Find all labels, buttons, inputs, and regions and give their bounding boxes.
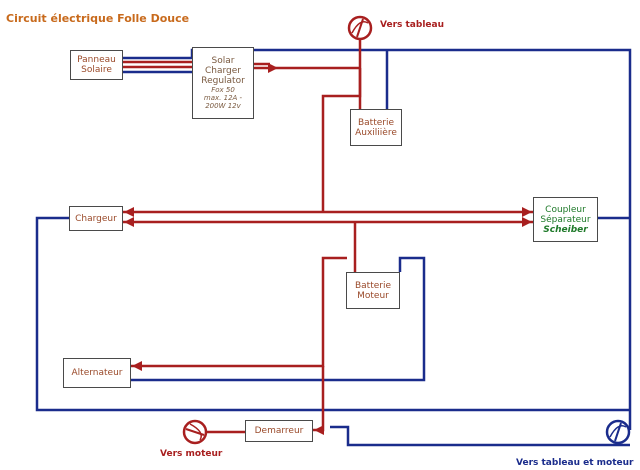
coupleur-line2: Séparateur	[540, 214, 591, 225]
vers-tableau-label: Vers tableau	[380, 20, 444, 30]
panneau-line2: Solaire	[81, 65, 112, 75]
batterie-moteur-line2: Moteur	[357, 290, 389, 301]
wire-red-down-to-bus	[321, 68, 362, 212]
regulator-line5: max. 12A -	[203, 94, 243, 102]
chargeur-box: Chargeur	[69, 206, 123, 231]
coupleur-line1: Coupleur	[545, 204, 586, 215]
fuse-icon	[347, 15, 373, 41]
coupleur-line3: Scheiber	[543, 224, 588, 235]
panneau-line1: Panneau	[77, 55, 116, 65]
diagram-title: Circuit électrique Folle Douce	[6, 12, 190, 25]
panneau-solaire-box: Panneau Solaire	[70, 50, 123, 80]
demarreur-label: Demarreur	[254, 426, 304, 436]
regulator-line6: 200W 12v	[205, 102, 241, 110]
regulator-line2: Charger	[205, 66, 241, 76]
arrow-coupleur-top	[522, 207, 532, 217]
wire-red-alternator	[130, 256, 347, 368]
alternateur-label: Alternateur	[71, 368, 123, 378]
arrow-chargeur-top	[124, 207, 134, 217]
fuse-icon	[182, 419, 208, 445]
coupleur-separateur-box: Coupleur Séparateur Scheiber	[533, 197, 598, 242]
wire-blue-demarreur	[330, 425, 630, 447]
vers-tableau-moteur-label: Vers tableau et moteur	[516, 458, 634, 468]
batterie-aux-line1: Batterie	[357, 117, 395, 128]
batterie-auxiliaire-box: Batterie Auxiliière	[350, 109, 402, 146]
fuse-icon	[605, 419, 631, 445]
arrow-chargeur-bottom	[124, 217, 134, 227]
regulator-line4: Fox 50	[211, 86, 235, 94]
batterie-moteur-line1: Batterie	[354, 280, 392, 291]
red-wires	[122, 40, 534, 434]
wire-red-demarreur	[312, 366, 325, 432]
wire-blue-left-loop	[35, 216, 630, 412]
batterie-moteur-box: Batterie Moteur	[346, 272, 400, 309]
vers-moteur-label: Vers moteur	[160, 449, 223, 459]
arrow-demarreur	[314, 425, 324, 435]
arrow-coupleur-bottom	[522, 217, 532, 227]
arrows	[124, 63, 532, 435]
regulator-line1: Solar	[211, 56, 235, 66]
batterie-aux-line2: Auxiliière	[355, 127, 397, 138]
regulator-line3: Regulator	[201, 76, 245, 86]
regulator-box: Solar Charger Regulator Fox 50 max. 12A …	[192, 47, 254, 119]
chargeur-label: Chargeur	[75, 213, 117, 224]
wire-blue-moteur	[130, 256, 426, 382]
arrow-alternateur	[132, 361, 142, 371]
demarreur-box: Demarreur	[245, 420, 313, 442]
arrow-regulator	[268, 63, 278, 73]
alternateur-box: Alternateur	[63, 358, 131, 388]
